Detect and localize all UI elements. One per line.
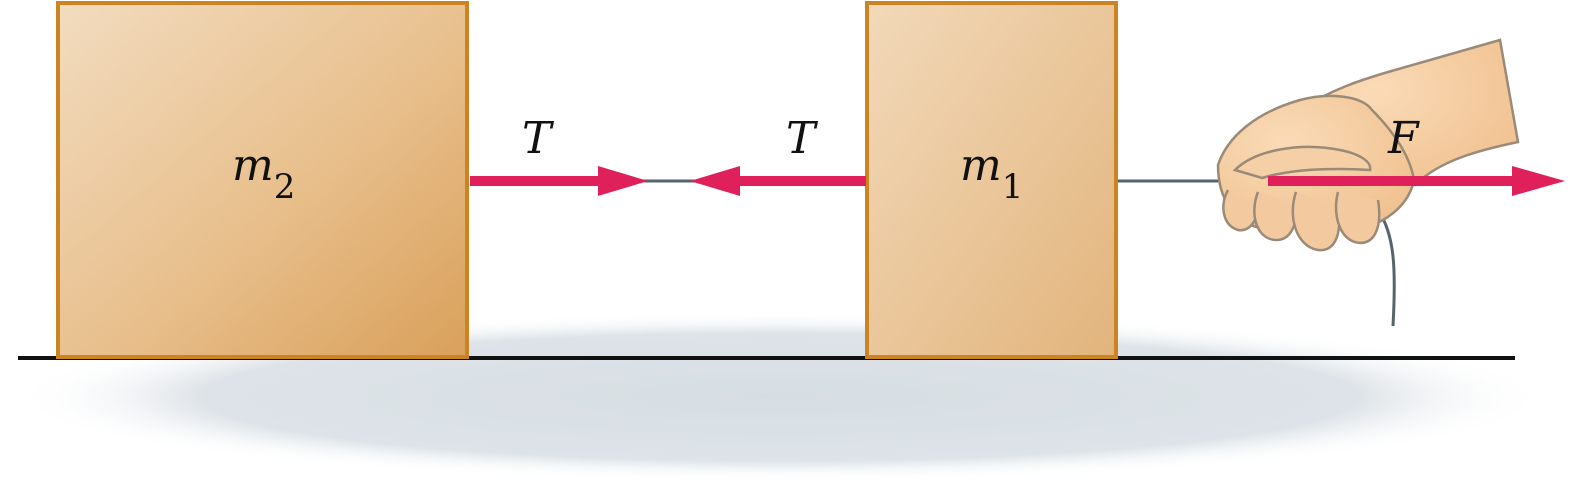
tension-arrow-m2 <box>470 166 648 196</box>
tension-label-m2: T <box>522 113 555 164</box>
applied-force-label: F <box>1387 113 1420 164</box>
tension-arrow-m1 <box>690 166 866 196</box>
block-m2: m2 <box>56 1 469 359</box>
hand-pulling-rope-icon <box>1216 38 1520 327</box>
block-m1: m1 <box>865 1 1118 359</box>
block-m1-label: m1 <box>960 140 1023 207</box>
tension-label-m1: T <box>786 113 819 164</box>
applied-force-arrow <box>1268 166 1565 196</box>
block-m2-label: m2 <box>232 140 295 207</box>
